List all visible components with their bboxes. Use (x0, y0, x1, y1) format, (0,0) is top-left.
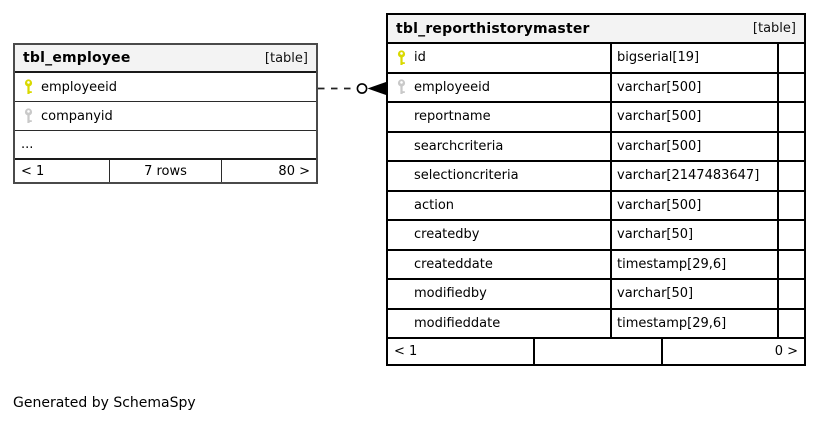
column-type: varchar[50] (610, 280, 777, 308)
column-type: varchar[50] (610, 221, 777, 249)
relationship-circle-terminator (356, 83, 368, 94)
footer-children-count: 0 > (774, 344, 798, 359)
relations-cell (777, 309, 804, 337)
relations-cell (777, 280, 804, 308)
column-name: modifiedby (414, 286, 487, 302)
ellipsis-label: ... (21, 137, 34, 152)
table-node-reporthistorymaster[interactable]: tbl_reporthistorymaster [table] id bigse… (386, 13, 806, 366)
table-type-badge: [table] (752, 21, 796, 36)
footer-parents-count: < 1 (21, 163, 45, 179)
column-name: reportname (414, 109, 491, 125)
footer-row-count: 7 rows (109, 160, 222, 182)
table-row: reportname varchar[500] (388, 103, 804, 133)
column-type: varchar[2147483647] (610, 162, 777, 190)
table-header-reporthistorymaster[interactable]: tbl_reporthistorymaster [table] (388, 15, 804, 44)
column-type: bigserial[19] (610, 44, 777, 72)
table-row: modifieddate timestamp[29,6] (388, 309, 804, 337)
table-type-badge: [table] (264, 50, 308, 66)
relations-cell (777, 191, 804, 219)
column-type: varchar[500] (610, 191, 777, 219)
column-name: employeeid (41, 79, 118, 95)
relations-cell (777, 73, 804, 101)
table-title: tbl_employee (23, 50, 131, 66)
table-footer-employee: < 1 7 rows 80 > (15, 158, 316, 182)
table-row: id bigserial[19] (388, 44, 804, 74)
column-type: timestamp[29,6] (610, 250, 777, 278)
table-row: modifiedby varchar[50] (388, 280, 804, 310)
table-header-employee[interactable]: tbl_employee [table] (15, 45, 316, 73)
column-type: varchar[500] (610, 73, 777, 101)
table-columns-reporthistorymaster: id bigserial[19] employeeid varchar[500]… (388, 44, 804, 337)
relationship-arrowhead-icon (367, 82, 386, 95)
table-row: employeeid varchar[500] (388, 73, 804, 103)
column-type: varchar[500] (610, 132, 777, 160)
primary-key-icon (388, 50, 414, 66)
table-row: createddate timestamp[29,6] (388, 250, 804, 280)
foreign-key-icon (15, 108, 41, 124)
column-name: employeeid (414, 79, 491, 95)
column-name: action (414, 197, 455, 213)
footer-parents-count: < 1 (394, 344, 418, 359)
table-row: searchcriteria varchar[500] (388, 132, 804, 162)
column-name: selectioncriteria (414, 168, 519, 184)
relations-cell (777, 221, 804, 249)
column-name: companyid (41, 108, 113, 124)
relations-cell (777, 44, 804, 72)
table-row-ellipsis: ... (15, 131, 316, 158)
table-row: employeeid (15, 73, 316, 102)
column-name: modifieddate (414, 315, 501, 331)
column-type: timestamp[29,6] (610, 309, 777, 337)
relations-cell (777, 132, 804, 160)
table-row: createdby varchar[50] (388, 221, 804, 251)
table-columns-employee: employeeid companyid ... (15, 73, 316, 158)
foreign-key-icon (388, 79, 414, 95)
relations-cell (777, 103, 804, 131)
table-footer-reporthistorymaster: < 1 0 > (388, 337, 804, 364)
table-title: tbl_reporthistorymaster (396, 20, 590, 37)
primary-key-icon (15, 79, 41, 95)
column-name: createddate (414, 256, 493, 272)
column-name: id (414, 50, 426, 66)
table-node-employee[interactable]: tbl_employee [table] employeeid (13, 43, 318, 184)
relations-cell (777, 162, 804, 190)
relationship-connector (318, 82, 386, 95)
footer-row-count (533, 339, 663, 364)
table-row: companyid (15, 102, 316, 131)
table-row: action varchar[500] (388, 191, 804, 221)
column-name: searchcriteria (414, 138, 504, 154)
table-row: selectioncriteria varchar[2147483647] (388, 162, 804, 192)
generator-credit: Generated by SchemaSpy (13, 395, 196, 411)
footer-children-count: 80 > (278, 163, 310, 179)
column-type: varchar[500] (610, 103, 777, 131)
column-name: createdby (414, 227, 480, 243)
relations-cell (777, 250, 804, 278)
